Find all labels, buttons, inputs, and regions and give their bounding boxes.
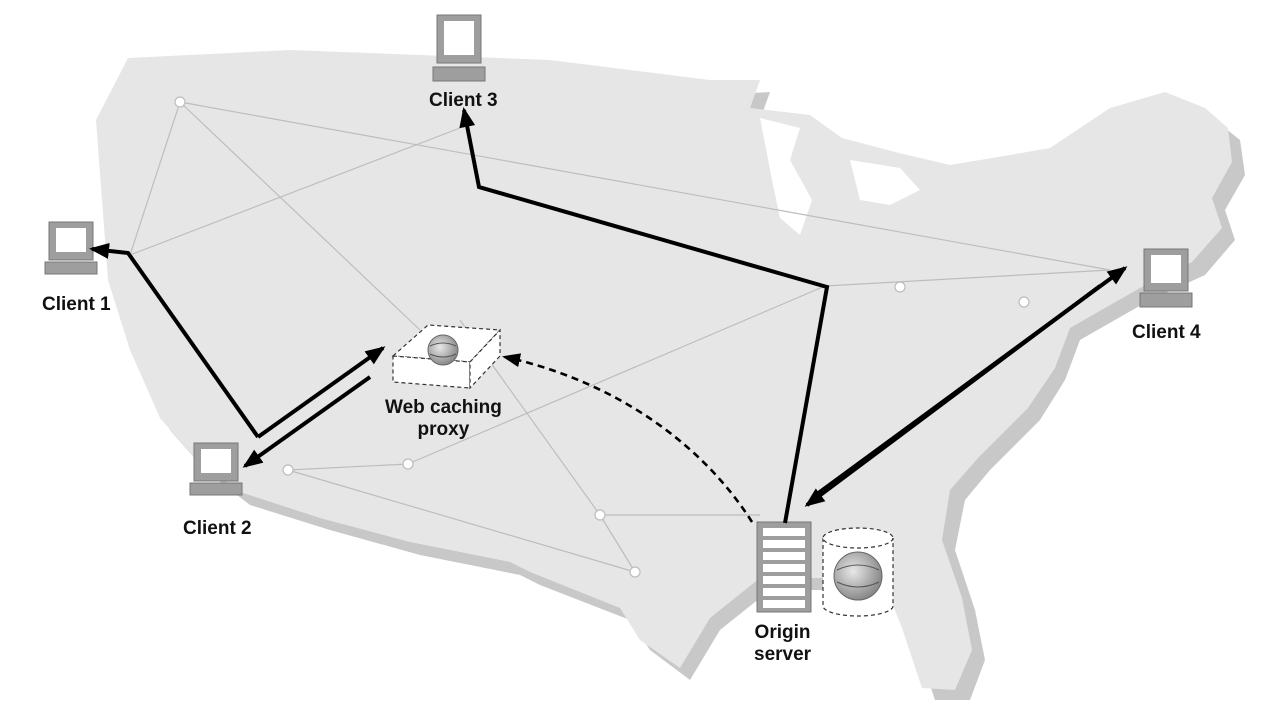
origin-label-line1: Origin <box>754 622 811 643</box>
origin-server-label: Origin server <box>754 622 811 666</box>
great-lakes-2 <box>850 160 920 205</box>
network-nodes <box>174 96 1030 578</box>
client4-label: Client 4 <box>1132 322 1201 343</box>
proxy-label: Web caching proxy <box>385 397 502 441</box>
proxy-label-line1: Web caching <box>385 397 502 418</box>
origin-label-line2: server <box>754 644 812 665</box>
client4-computer-icon <box>1139 248 1193 308</box>
cylinder-storage-icon <box>822 527 894 617</box>
arrow-proxy-to-client2 <box>242 375 372 468</box>
client2-label: Client 2 <box>183 518 252 539</box>
us-map-land <box>96 50 1232 690</box>
server-tower-icon <box>756 521 812 613</box>
dashed-cache-fill-arrow <box>502 353 754 523</box>
client2-computer-icon <box>189 442 243 496</box>
client1-label: Client 1 <box>42 294 111 315</box>
request-arrows <box>89 107 1128 524</box>
client3-label: Client 3 <box>429 90 498 111</box>
proxy-box-icon <box>391 324 502 390</box>
arrow-client2-to-proxy-upper <box>256 346 386 439</box>
arrow-server-to-client3 <box>459 107 830 524</box>
client1-computer-icon <box>44 221 98 275</box>
proxy-label-line2: proxy <box>417 419 470 440</box>
storage-globe-icon <box>833 551 883 601</box>
network-links <box>129 101 1111 573</box>
proxy-globe-icon <box>427 334 459 366</box>
client3-computer-icon <box>432 14 486 82</box>
arrow-client4-to-server <box>804 284 1102 507</box>
arrow-to-client1 <box>89 242 260 439</box>
us-map <box>96 50 1245 700</box>
great-lakes <box>760 118 812 235</box>
